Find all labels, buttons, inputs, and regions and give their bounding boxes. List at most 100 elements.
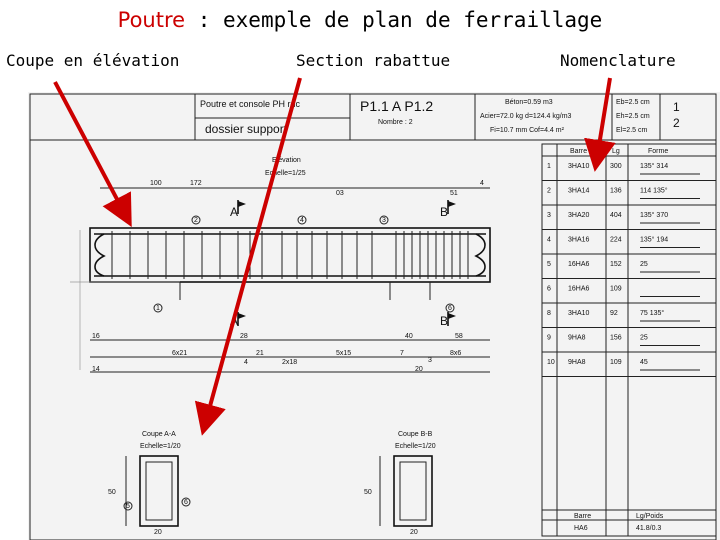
nomenclature-header-lg: Lg bbox=[612, 148, 620, 155]
nomenclature-row-number: 3 bbox=[547, 212, 551, 219]
mark-3: 3 bbox=[382, 217, 386, 224]
dim-14: 14 bbox=[92, 366, 100, 373]
nomenclature-footer-lg: Lg/Poids bbox=[636, 513, 664, 520]
sheet-title: Poutre et console PH rdc bbox=[200, 99, 301, 109]
mark-6: 6 bbox=[448, 305, 452, 312]
section-aa-stirrup bbox=[145, 461, 173, 521]
dim-4b: 4 bbox=[244, 359, 248, 366]
dim-7: 7 bbox=[400, 350, 404, 357]
section-bb-width: 20 bbox=[410, 529, 418, 536]
nomenclature-row-barre: 3HA20 bbox=[568, 212, 590, 219]
section-aa-scale: Echelle=1/20 bbox=[140, 443, 181, 450]
section-bb: Coupe B-B Echelle=1/20 50 20 bbox=[364, 431, 436, 536]
cut-b-label-top: B bbox=[440, 205, 448, 219]
sheet-nombre: Nombre : 2 bbox=[378, 119, 413, 126]
section-aa-height: 50 bbox=[108, 489, 116, 496]
nomenclature-row-number: 8 bbox=[547, 310, 551, 317]
arrow-to-elevation bbox=[53, 81, 132, 228]
mark-4: 4 bbox=[300, 217, 304, 224]
nomenclature-row-lg: 136 bbox=[610, 188, 622, 195]
section-bb-stirrup bbox=[399, 461, 427, 521]
dim-21: 21 bbox=[256, 350, 264, 357]
dim-16: 16 bbox=[92, 333, 100, 340]
section-aa-title: Coupe A-A bbox=[142, 431, 176, 438]
nomenclature-row-forme: 135° 370 bbox=[640, 211, 668, 219]
dim-172: 172 bbox=[190, 180, 202, 187]
rebar-hook-right bbox=[474, 233, 486, 277]
sheet-total: 2 bbox=[673, 116, 680, 130]
nomenclature-footer-row-lg: 41.8/0.3 bbox=[636, 525, 661, 532]
nomenclature-row-lg: 109 bbox=[610, 359, 622, 366]
sheet-eh: Eh=2.5 cm bbox=[616, 113, 650, 120]
dim-58: 58 bbox=[455, 333, 463, 340]
beam-outline bbox=[89, 227, 491, 283]
nomenclature-footer-barre: Barre bbox=[574, 513, 591, 520]
nomenclature-row-forme: 114 135° bbox=[640, 187, 668, 195]
sheet-acier: Acier=72.0 kg d=124.4 kg/m3 bbox=[480, 113, 572, 120]
nomenclature-row-number: 6 bbox=[547, 286, 551, 293]
section-bb-scale: Echelle=1/20 bbox=[395, 443, 436, 450]
nomenclature-row-barre: 3HA14 bbox=[568, 188, 590, 195]
cut-a-arrow-top bbox=[238, 201, 246, 207]
section-aa: Coupe A-A Echelle=1/20 50 20 5 6 bbox=[108, 431, 191, 536]
nomenclature-row-forme: 135° 314 bbox=[640, 162, 668, 170]
nomenclature-row-barre: 9HA8 bbox=[568, 359, 586, 366]
nomenclature-row-number: 10 bbox=[547, 359, 555, 366]
sheet-ref: P1.1 A P1.2 bbox=[360, 98, 433, 114]
arrow-to-section bbox=[194, 77, 302, 436]
dim-100: 100 bbox=[150, 180, 162, 187]
section-aa-mark-6: 6 bbox=[184, 499, 188, 506]
arrow-to-nomenclature bbox=[584, 77, 616, 172]
dim-40: 40 bbox=[405, 333, 413, 340]
label-elevation: Coupe en élévation bbox=[6, 51, 180, 70]
section-bb-height: 50 bbox=[364, 489, 372, 496]
label-nomenclature: Nomenclature bbox=[560, 51, 676, 70]
sheet-subtitle: dossier support bbox=[205, 122, 288, 136]
elevation-title: Elévation bbox=[272, 157, 301, 164]
section-bb-title: Coupe B-B bbox=[398, 431, 433, 438]
nomenclature-row-number: 2 bbox=[547, 188, 551, 195]
cut-b-arrow-bottom bbox=[448, 313, 456, 319]
nomenclature-row-number: 1 bbox=[547, 163, 551, 170]
sheet-beton: Béton=0.59 m3 bbox=[505, 99, 553, 106]
nomenclature-row-lg: 224 bbox=[610, 237, 622, 244]
nomenclature-row-barre: 3HA10 bbox=[568, 163, 590, 170]
dim-8x6: 8x6 bbox=[450, 350, 461, 357]
sheet-eb: Eb=2.5 cm bbox=[616, 99, 650, 106]
nomenclature-row-barre: 16HA6 bbox=[568, 286, 590, 293]
sheet-number: 1 bbox=[673, 100, 680, 114]
stirrups bbox=[111, 231, 469, 279]
cut-b-label-bottom: B bbox=[440, 314, 448, 328]
nomenclature-header-barre: Barre bbox=[570, 148, 587, 155]
nomenclature-header-forme: Forme bbox=[648, 148, 668, 155]
dim-20: 20 bbox=[415, 366, 423, 373]
nomenclature-row-barre: 9HA8 bbox=[568, 335, 586, 342]
dim-4: 4 bbox=[480, 180, 484, 187]
title-main: Poutre bbox=[117, 8, 186, 32]
nomenclature-row-lg: 152 bbox=[610, 261, 622, 268]
nomenclature-row-barre: 16HA6 bbox=[568, 261, 590, 268]
dim-3: 3 bbox=[428, 357, 432, 364]
nomenclature-row-lg: 404 bbox=[610, 212, 622, 219]
dim-2x18: 2x18 bbox=[282, 359, 297, 366]
dim-5x15: 5x15 bbox=[336, 350, 351, 357]
cut-a-arrow-bottom bbox=[238, 313, 246, 319]
dim-03: 03 bbox=[336, 190, 344, 197]
nomenclature-row-lg: 92 bbox=[610, 310, 618, 317]
nomenclature-row-number: 9 bbox=[547, 335, 551, 342]
cut-a-label-top: A bbox=[230, 205, 238, 219]
nomenclature-row-lg: 156 bbox=[610, 335, 622, 342]
dim-28: 28 bbox=[240, 333, 248, 340]
section-bb-outline bbox=[393, 455, 433, 527]
section-aa-mark-5: 5 bbox=[126, 503, 130, 510]
nomenclature-row-barre: 3HA10 bbox=[568, 310, 590, 317]
nomenclature-footer-row-barre: HA6 bbox=[574, 525, 588, 532]
elevation-view: Elévation Echelle=1/25 100 172 03 51 4 A… bbox=[70, 157, 491, 373]
dim-6x21: 6x21 bbox=[172, 350, 187, 357]
elevation-scale: Echelle=1/25 bbox=[265, 170, 306, 177]
nomenclature-row-number: 4 bbox=[547, 237, 551, 244]
title-rest: : exemple de plan de ferraillage bbox=[197, 8, 603, 32]
